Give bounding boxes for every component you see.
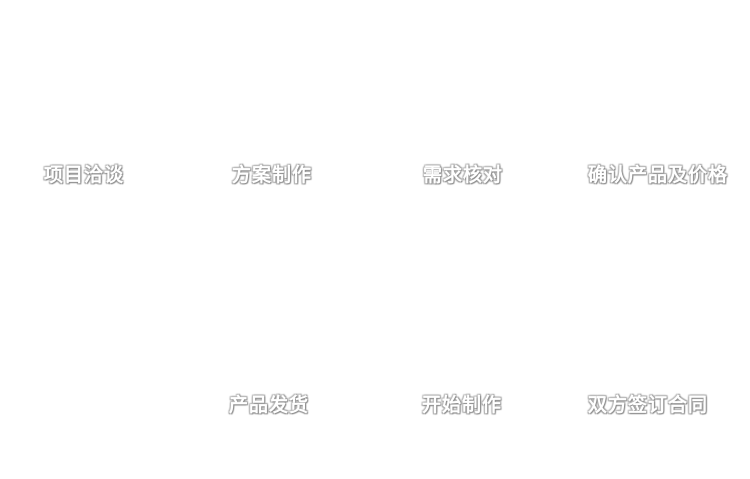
flow-step-product-shipment: 产品发货 <box>229 394 310 416</box>
flow-step-project-negotiation: 项目洽谈 <box>44 164 125 186</box>
flow-step-sign-contract: 双方签订合同 <box>588 394 709 416</box>
flow-step-requirement-check: 需求核对 <box>423 164 504 186</box>
flow-step-start-production: 开始制作 <box>422 394 503 416</box>
flow-step-confirm-product-and-price: 确认产品及价格 <box>588 164 729 186</box>
flow-step-plan-creation: 方案制作 <box>232 164 313 186</box>
